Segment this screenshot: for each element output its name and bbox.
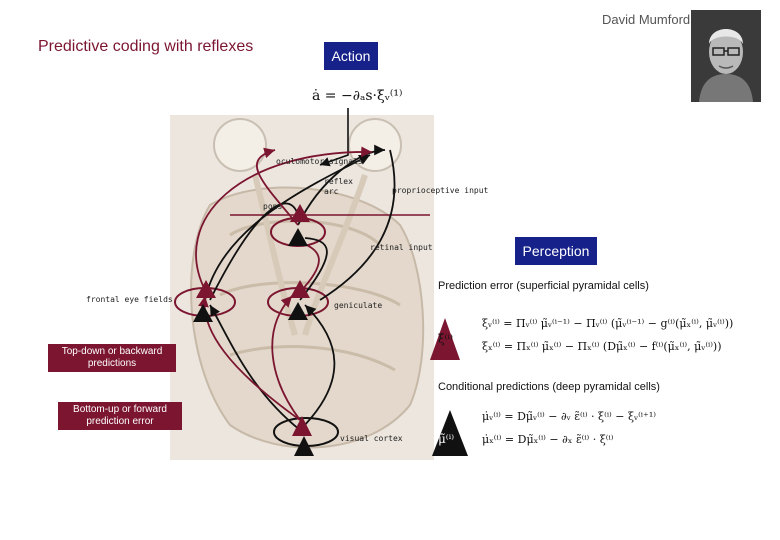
prediction-error-heading: Prediction error (superficial pyramidal … [438,280,649,292]
oculomotor-label: oculomotor signals [276,157,363,167]
retinal-label: retinal input [370,243,433,253]
cp-equation-v: μ̇ᵥ⁽ⁱ⁾ = Dμ̃ᵥ⁽ⁱ⁾ − ∂ᵥ ε̃⁽ⁱ⁾ · ξ⁽ⁱ⁾ − ξᵥ⁽… [482,410,656,423]
conditional-heading: Conditional predictions (deep pyramidal … [438,381,660,393]
geniculate-nodes [288,280,310,320]
proprioceptive-label: proprioceptive input [392,186,488,196]
perception-box: Perception [515,237,597,265]
mu-symbol: μ̃⁽ⁱ⁾ [438,432,454,446]
xi-symbol: ξ⁽ⁱ⁾ [438,332,453,346]
pons-label: pons [263,202,282,212]
reflex-arc-label: reflex arc [324,177,354,197]
top-down-tag: Top-down or backward predictions [48,344,176,372]
visual-cortex-label: visual cortex [340,434,403,444]
pe-equation-v: ξᵥ⁽ⁱ⁾ = Πᵥ⁽ⁱ⁾ μ̃ᵥ⁽ⁱ⁻¹⁾ − Πᵥ⁽ⁱ⁾ (μ̃ᵥ⁽ⁱ⁻¹⁾… [482,317,733,330]
frontal-label: frontal eye fields [86,295,173,305]
geniculate-label: geniculate [334,301,382,311]
cp-equation-x: μ̇ₓ⁽ⁱ⁾ = Dμ̃ₓ⁽ⁱ⁾ − ∂ₓ ε̃⁽ⁱ⁾ · ξ⁽ⁱ⁾ [482,433,613,446]
visual-cortex-nodes [292,416,314,456]
pe-equation-x: ξₓ⁽ⁱ⁾ = Πₓ⁽ⁱ⁾ μ̃ₓ⁽ⁱ⁾ − Πₓ⁽ⁱ⁾ (Dμ̃ₓ⁽ⁱ⁾ − … [482,340,722,353]
bottom-up-tag: Bottom-up or forward prediction error [58,402,182,430]
